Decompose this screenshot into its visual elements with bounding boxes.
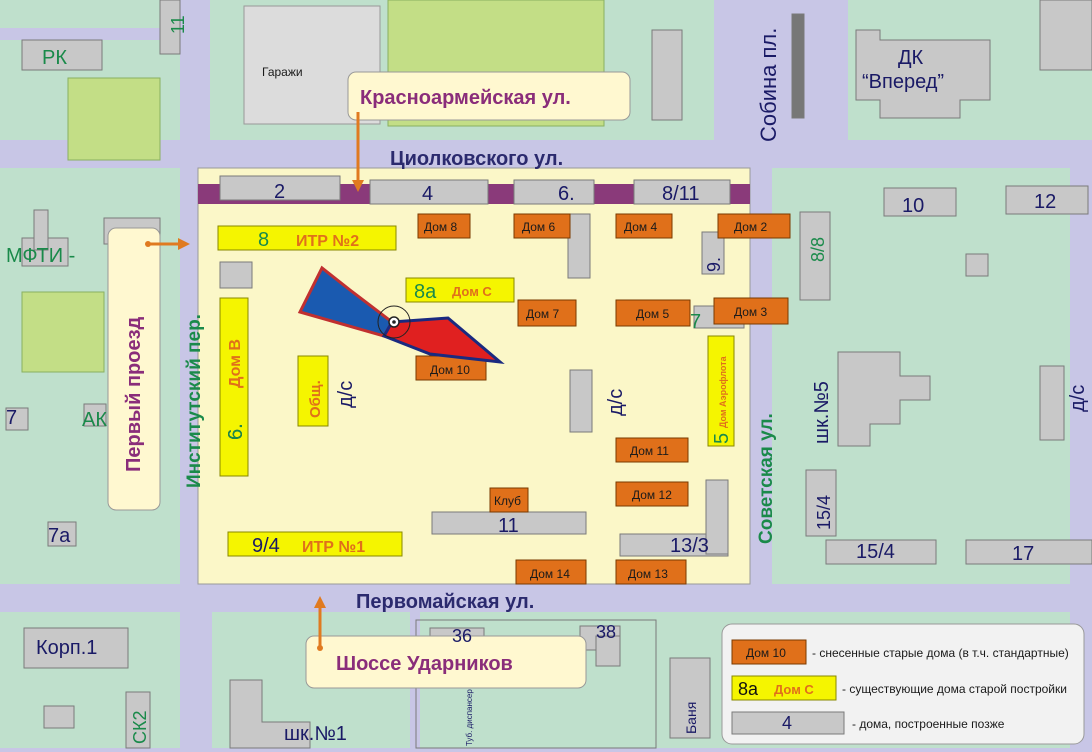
legend-new-sample: 4 <box>782 713 792 733</box>
legend-old-swatch <box>731 639 807 665</box>
street-tsiolkovskogo: Циолковского ул. <box>390 148 563 170</box>
obsh-label: Общ. <box>307 380 324 418</box>
old-d11: Дом 11 <box>630 444 669 458</box>
ds-1: д/с <box>335 381 357 408</box>
street-institutsky: Институтский пер. <box>184 314 205 488</box>
label-korp1: Корп.1 <box>36 637 97 659</box>
label-sk2: СК2 <box>130 711 150 745</box>
callout-krasnoarmeiskaya-label: Красноармейская ул. <box>360 87 571 109</box>
itr2-label: ИТР №2 <box>296 233 359 250</box>
num-11: 11 <box>498 515 519 537</box>
legend-old-sample: Дом 10 <box>746 646 786 660</box>
num-8-8: 8/8 <box>808 237 828 262</box>
ds-3: д/с <box>1067 385 1089 412</box>
street-sovetskaya: Советская ул. <box>756 413 777 544</box>
num-12: 12 <box>1034 191 1056 213</box>
num-15-4: 15/4 <box>856 541 895 563</box>
num-6-vertical: 6. <box>225 423 247 440</box>
num-10: 10 <box>902 195 924 217</box>
legend-new-swatch <box>731 711 845 735</box>
legend-existing-swatch <box>731 675 837 701</box>
old-d8: Дом 8 <box>424 220 458 234</box>
ds-2: д/с <box>605 389 627 416</box>
old-d6: Дом 6 <box>522 220 556 234</box>
num-38: 38 <box>596 622 616 642</box>
old-d4: Дом 4 <box>624 220 658 234</box>
label-shk5: шк.№5 <box>811 381 833 444</box>
old-d7: Дом 7 <box>526 307 560 321</box>
callout-shosse-label: Шоссе Ударников <box>336 653 513 675</box>
label-dk-line2: “Вперед” <box>862 71 944 93</box>
old-d5: Дом 5 <box>636 307 670 321</box>
domb-label: Дом В <box>227 339 244 388</box>
existing-house-labels: 8 ИТР №2 8а Дом С 6. Дом В Общ. 9/4 ИТР … <box>225 229 733 557</box>
num-6: 6. <box>558 183 575 205</box>
legend-existing-sample: Дом С <box>774 682 814 697</box>
old-d12: Дом 12 <box>632 488 672 502</box>
num-8-11: 8/11 <box>662 183 699 205</box>
domb-num: 6. <box>225 423 247 440</box>
domc-label: Дом С <box>452 284 492 299</box>
num-36: 36 <box>452 626 472 646</box>
num-2: 2 <box>274 181 285 203</box>
callout-pervy-proezd: Первый проезд <box>107 227 190 511</box>
callout-pervy-proezd-label: Первый проезд <box>123 316 145 472</box>
old-house-labels: Дом 8 Дом 6 Дом 4 Дом 2 Дом 7 Дом 5 Дом … <box>424 220 768 581</box>
num-9: 9. <box>704 257 724 272</box>
callout-shosse: Шоссе Ударников <box>305 596 587 689</box>
house-numbers: 2 4 6. 8/11 10 12 8/8 9. 7 11 13/3 15/4 … <box>6 15 1089 646</box>
label-shk1: шк.№1 <box>284 723 347 745</box>
street-sobina: Собина пл. <box>756 28 781 142</box>
aero-label: Дом Аэрофлота <box>718 355 728 428</box>
num-4: 4 <box>422 183 433 205</box>
num-15-4-vertical: 15/4 <box>814 495 834 530</box>
label-mfti: МФТИ - <box>6 245 75 267</box>
num-7a: 7а <box>48 525 71 547</box>
legend-new-text: - дома, построенные позже <box>852 717 1005 731</box>
aero-num: 5 <box>711 433 733 444</box>
legend: Дом 10 - снесенные старые дома (в т.ч. с… <box>721 623 1085 745</box>
num-17: 17 <box>1012 543 1034 565</box>
num-7: 7 <box>690 311 701 333</box>
legend-existing-num: 8а <box>738 679 759 699</box>
domc-num: 8а <box>414 281 437 303</box>
old-d3: Дом 3 <box>734 305 768 319</box>
itr1-num: 9/4 <box>252 535 280 557</box>
compass-arrow <box>297 265 505 365</box>
num-7-left: 7 <box>6 407 17 429</box>
old-d14: Дом 14 <box>530 567 570 581</box>
label-garazhi: Гаражи <box>262 65 303 79</box>
legend-old-text: - снесенные старые дома (в т.ч. стандарт… <box>812 646 1069 660</box>
old-d2: Дом 2 <box>734 220 768 234</box>
existing-houses <box>217 225 735 557</box>
itr1-label: ИТР №1 <box>302 539 365 556</box>
num-13-3: 13/3 <box>670 535 709 557</box>
street-pervomaiskaya: Первомайская ул. <box>356 591 534 613</box>
num-11-top: 11 <box>168 15 188 34</box>
old-houses <box>415 213 791 585</box>
label-dk-line1: ДК <box>898 47 924 69</box>
old-d13: Дом 13 <box>628 567 668 581</box>
label-ak: АК <box>82 409 107 431</box>
label-rk: РК <box>42 47 67 69</box>
old-klub: Клуб <box>494 494 521 508</box>
legend-existing-text: - существующие дома старой постройки <box>842 682 1067 696</box>
label-banya: Баня <box>683 702 699 734</box>
label-tub: Туб. диспансер <box>465 689 474 746</box>
itr2-num: 8 <box>258 229 269 251</box>
callout-krasnoarmeiskaya: Красноармейская ул. <box>347 71 631 192</box>
old-d10: Дом 10 <box>430 363 470 377</box>
